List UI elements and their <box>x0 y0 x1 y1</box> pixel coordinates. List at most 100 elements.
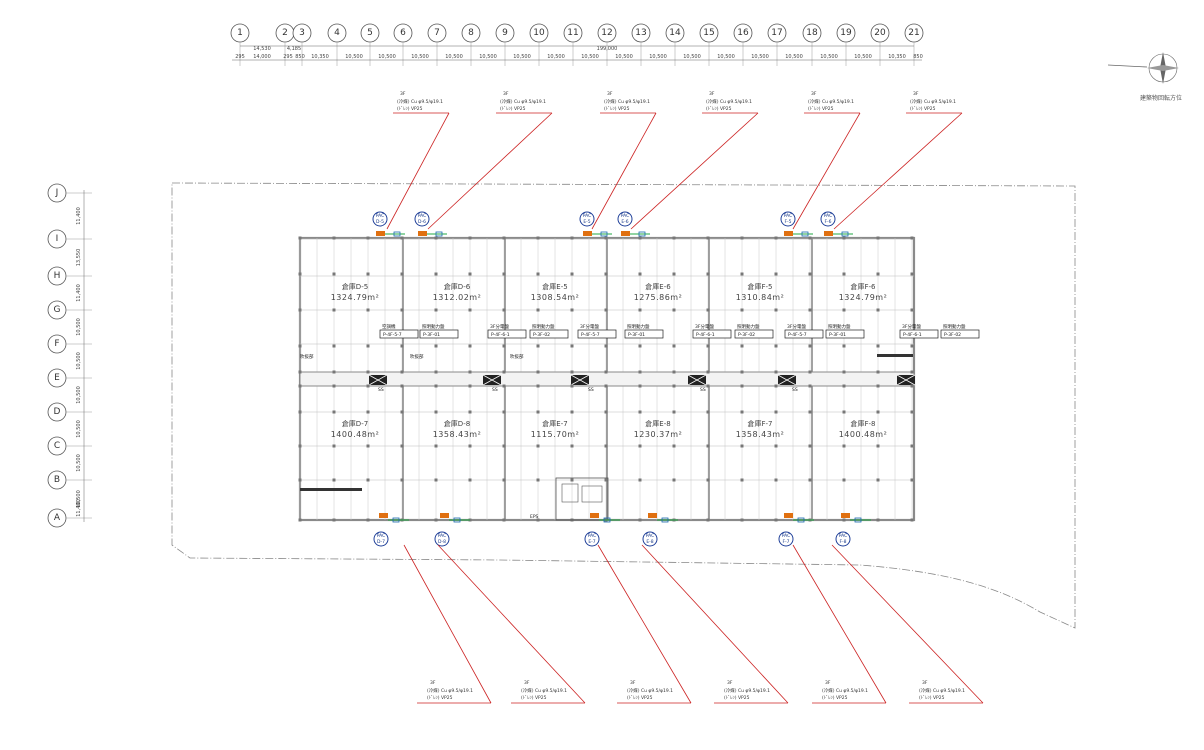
structural-column <box>332 410 336 414</box>
structural-column <box>808 236 812 240</box>
panel-tag-box <box>940 329 980 339</box>
structural-column <box>604 236 608 240</box>
callout-floor: 3F <box>709 91 715 97</box>
bay-dim-text: 10,500 <box>479 54 497 60</box>
pac-indoor-unit <box>661 517 669 523</box>
structural-column <box>876 272 880 276</box>
grid-column-label: 18 <box>806 28 818 38</box>
structural-column <box>740 272 744 276</box>
structural-column <box>706 308 710 312</box>
pac-unit-circle <box>778 531 794 547</box>
structural-column <box>468 384 472 388</box>
loading-shutter <box>877 354 913 357</box>
central-corridor <box>299 371 915 387</box>
structural-column <box>366 384 370 388</box>
panel-tag-label: 3F分電盤 <box>902 323 921 330</box>
structural-column <box>876 344 880 348</box>
structural-column <box>706 370 710 374</box>
bay-dim-text: 10,500 <box>581 54 599 60</box>
structural-column <box>876 236 880 240</box>
callout-floor: 3F <box>913 91 919 97</box>
callout-drain: (ﾄﾞﾚﾝ) VP25 <box>910 105 936 112</box>
grid-row-label: I <box>56 234 59 244</box>
structural-column <box>400 478 404 482</box>
ev-shaft <box>561 483 579 503</box>
structural-column <box>298 384 302 388</box>
bay-dim-text: 10,500 <box>717 54 735 60</box>
callout-drain: (ﾄﾞﾚﾝ) VP25 <box>521 694 547 701</box>
structural-column <box>434 370 438 374</box>
structural-column <box>434 272 438 276</box>
room-name: 倉庫F-7 <box>747 419 772 428</box>
grid-column-label: 19 <box>840 28 852 38</box>
structural-column <box>876 444 880 448</box>
structural-column <box>706 518 710 522</box>
grid-row-label: G <box>54 305 61 315</box>
room-area: 1324.79m² <box>331 293 380 302</box>
bay-dim-text: 10,500 <box>649 54 667 60</box>
callout-floor: 3F <box>607 91 613 97</box>
bay-dim-text: 10,500 <box>751 54 769 60</box>
structural-column <box>774 370 778 374</box>
pac-indoor-unit <box>854 517 862 523</box>
structural-column <box>876 518 880 522</box>
room-area: 1358.43m² <box>736 430 785 439</box>
structural-column <box>400 344 404 348</box>
room-name: 倉庫E-6 <box>645 282 671 291</box>
pac-unit-label: PAC <box>646 533 655 539</box>
structural-column <box>570 370 574 374</box>
structural-column <box>740 308 744 312</box>
label-ss: SS <box>792 387 798 393</box>
structural-column <box>298 410 302 414</box>
label-ss: SS <box>378 387 384 393</box>
grid-column-label: 17 <box>771 28 782 38</box>
structural-column <box>434 410 438 414</box>
pac-outdoor-tag <box>648 513 657 518</box>
site-boundary-line <box>171 182 1076 629</box>
structural-column <box>706 236 710 240</box>
structural-column <box>536 370 540 374</box>
pac-indoor-unit <box>603 517 611 523</box>
room-area: 1308.54m² <box>531 293 580 302</box>
callout-drain: (ﾄﾞﾚﾝ) VP25 <box>919 694 945 701</box>
pac-unit-id: D-8 <box>438 539 446 545</box>
panel-tag-code: P-3F-01 <box>829 332 846 338</box>
callout-leader <box>437 544 586 704</box>
bay-dim-text: 10,500 <box>615 54 633 60</box>
site-boundary <box>171 182 1076 629</box>
callout-drain: (ﾄﾞﾚﾝ) VP25 <box>706 105 732 112</box>
panel-tag-box <box>624 329 664 339</box>
structural-column <box>672 384 676 388</box>
structural-column <box>298 344 302 348</box>
grid-column-label: 3 <box>299 28 305 38</box>
structural-column <box>434 236 438 240</box>
structural-column <box>536 518 540 522</box>
callout-refrigerant: (冷媒) Cu φ9.5/φ19.1 <box>706 98 752 105</box>
panel-tag-code: P-4F-6-1 <box>903 332 922 338</box>
grid-column-label: 9 <box>502 28 508 38</box>
structural-column <box>808 478 812 482</box>
structural-column <box>910 236 914 240</box>
room-name: 倉庫D-5 <box>342 282 368 291</box>
pac-indoor-unit <box>393 231 401 237</box>
pac-unit-circle <box>617 211 633 227</box>
structural-column <box>298 236 302 240</box>
pac-indoor-unit <box>841 231 849 237</box>
panel-tag-box <box>379 329 419 339</box>
structural-column <box>638 444 642 448</box>
structural-column <box>366 236 370 240</box>
office-core <box>555 477 609 521</box>
callout-drain: (ﾄﾞﾚﾝ) VP25 <box>627 694 653 701</box>
pac-outdoor-tag <box>784 231 793 236</box>
panel-tag-box <box>825 329 865 339</box>
structural-column <box>468 272 472 276</box>
structural-column <box>706 344 710 348</box>
structural-column <box>706 410 710 414</box>
grid-column-label: 6 <box>400 28 406 38</box>
room-area: 1324.79m² <box>839 293 888 302</box>
structural-column <box>434 444 438 448</box>
callout-refrigerant: (冷媒) Cu φ9.5/φ19.1 <box>808 98 854 105</box>
structural-column <box>638 236 642 240</box>
panel-tag-box <box>692 329 732 339</box>
